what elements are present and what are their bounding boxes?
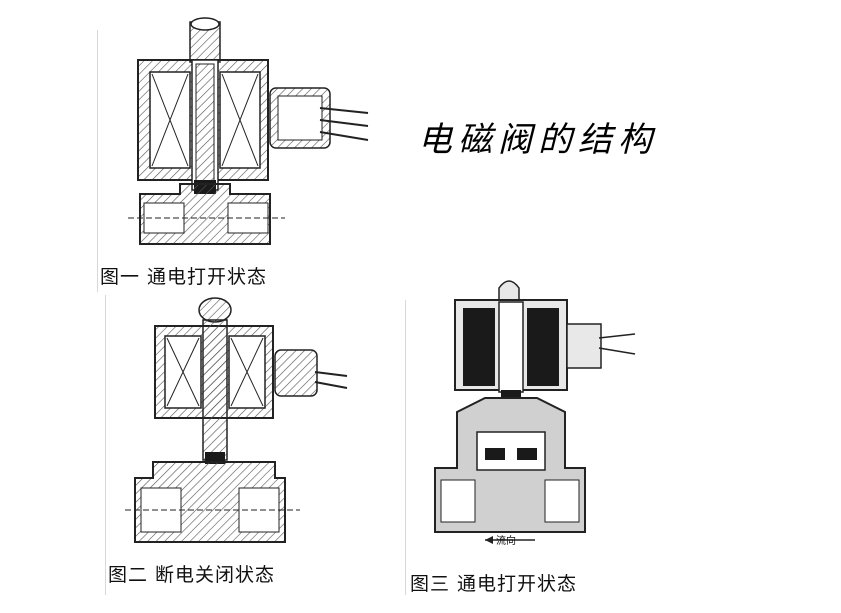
coil-right [527,308,559,386]
connector [566,323,602,369]
plunger-tube-cap [498,280,520,303]
plunger-tube-cap [198,297,232,323]
core-tube [202,319,228,461]
figure-2-caption: 图二 断电关闭状态 [108,564,276,586]
figure-1-valve-open-diagram [128,17,369,245]
figure-1-caption: 图一 通电打开状态 [100,266,268,288]
coil-left [463,308,495,386]
connector [274,349,318,397]
flow-direction-label: 流向 [496,536,516,547]
figure-2-valve-closed-diagram [125,297,348,543]
diagram-title: 电磁阀的结构 [418,120,658,160]
left-border-line-2 [105,295,106,595]
figure-3-valve-open-diagram [434,280,636,544]
valve-seal [501,390,521,400]
figure-3-caption: 图三 通电打开状态 [410,573,578,595]
core-tube [498,301,524,393]
left-border-line [97,30,98,292]
right-border-line [405,300,406,595]
